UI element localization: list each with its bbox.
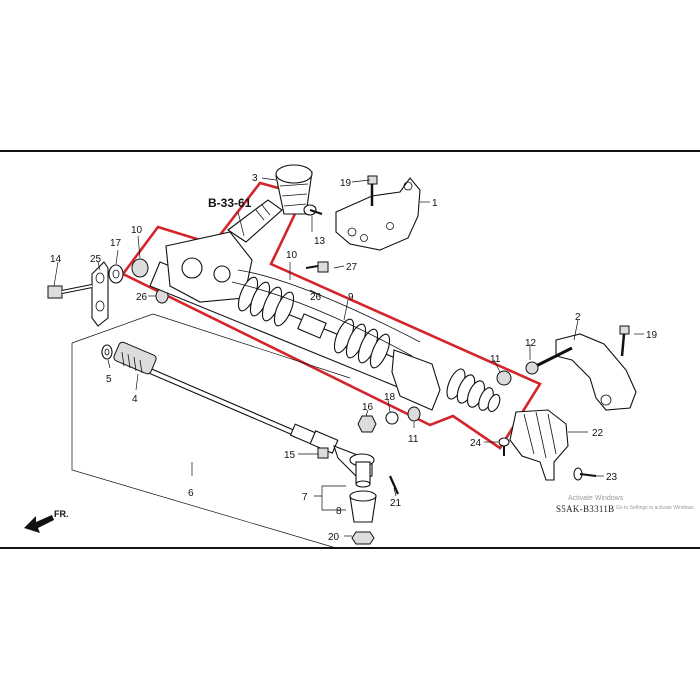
nut-20 [351, 531, 375, 545]
assembly-box-top [71, 313, 154, 344]
callout-26-left: 26 [136, 292, 148, 303]
callout-16: 16 [362, 402, 374, 413]
watermark-line-1: Activate Windows [568, 495, 624, 502]
callout-22: 22 [592, 428, 604, 439]
tie-rod-end [309, 430, 375, 488]
callout-25: 25 [90, 254, 102, 265]
bracket-1 [335, 177, 421, 251]
callout-18: 18 [384, 392, 396, 403]
nut-11-lower [407, 406, 421, 422]
washer-17 [108, 264, 124, 284]
callout-1: 1 [432, 198, 438, 209]
tie-rod [113, 341, 317, 445]
steering-rack-housing [149, 199, 501, 413]
washer-5 [101, 344, 113, 360]
callout-23: 23 [606, 472, 618, 483]
fluid-line-lower [231, 281, 413, 357]
callout-17: 17 [110, 238, 122, 249]
bolt-19-right [619, 325, 630, 357]
stud-12 [525, 346, 573, 375]
callout-11-lower: 11 [408, 434, 419, 445]
callout-19-right: 19 [646, 330, 658, 341]
callout-27: 27 [346, 262, 358, 273]
callout-5: 5 [106, 374, 112, 385]
callout-11-right: 11 [490, 354, 501, 365]
screw-23 [573, 467, 597, 481]
callout-2: 2 [575, 312, 581, 323]
cotter-pin-21 [388, 475, 400, 495]
bolt-13 [303, 204, 323, 216]
reference-b-33-61: B-33-61 [208, 196, 252, 210]
clip-24 [498, 437, 510, 456]
bolt-14 [47, 284, 93, 299]
callout-15: 15 [284, 450, 296, 461]
callout-6: 6 [188, 488, 194, 499]
callout-3: 3 [252, 173, 258, 184]
leader-lines [53, 177, 644, 537]
callout-10-right: 10 [286, 250, 298, 261]
callout-19-top: 19 [340, 178, 352, 189]
bracket-2 [555, 333, 637, 411]
callout-4: 4 [132, 394, 138, 405]
washer-18 [385, 411, 399, 425]
callout-12: 12 [525, 338, 537, 349]
callout-8: 8 [336, 506, 342, 517]
nut-16 [357, 415, 377, 433]
callout-21: 21 [390, 498, 402, 509]
assembly-box-top-right [152, 313, 351, 379]
callout-9: 9 [348, 292, 354, 303]
bushing-10-left [131, 258, 149, 278]
dust-boot-8 [349, 490, 377, 523]
bolt-27 [305, 261, 329, 273]
heat-shield-22 [509, 409, 569, 481]
nut-15 [317, 447, 329, 459]
pinion-boot-3 [275, 164, 313, 215]
callout-14: 14 [50, 254, 62, 265]
callout-24: 24 [470, 438, 482, 449]
callout-10-left: 10 [131, 225, 143, 236]
callout-26-right: 26 [310, 292, 322, 303]
watermark-line-2: Go to Settings to activate Windows. [616, 505, 695, 511]
catalog-code: S5AK-B3311B [556, 504, 614, 514]
callout-20: 20 [328, 532, 340, 543]
mount-bracket-25 [91, 261, 109, 327]
front-arrow-icon [24, 515, 54, 533]
nut-11-right [496, 370, 512, 386]
assembly-dashed-box [71, 343, 337, 549]
fluid-line-upper [237, 269, 421, 343]
callout-7: 7 [302, 492, 308, 503]
callout-13: 13 [314, 236, 326, 247]
front-label: FR. [54, 509, 69, 519]
rack-highlight-outline [121, 181, 542, 450]
